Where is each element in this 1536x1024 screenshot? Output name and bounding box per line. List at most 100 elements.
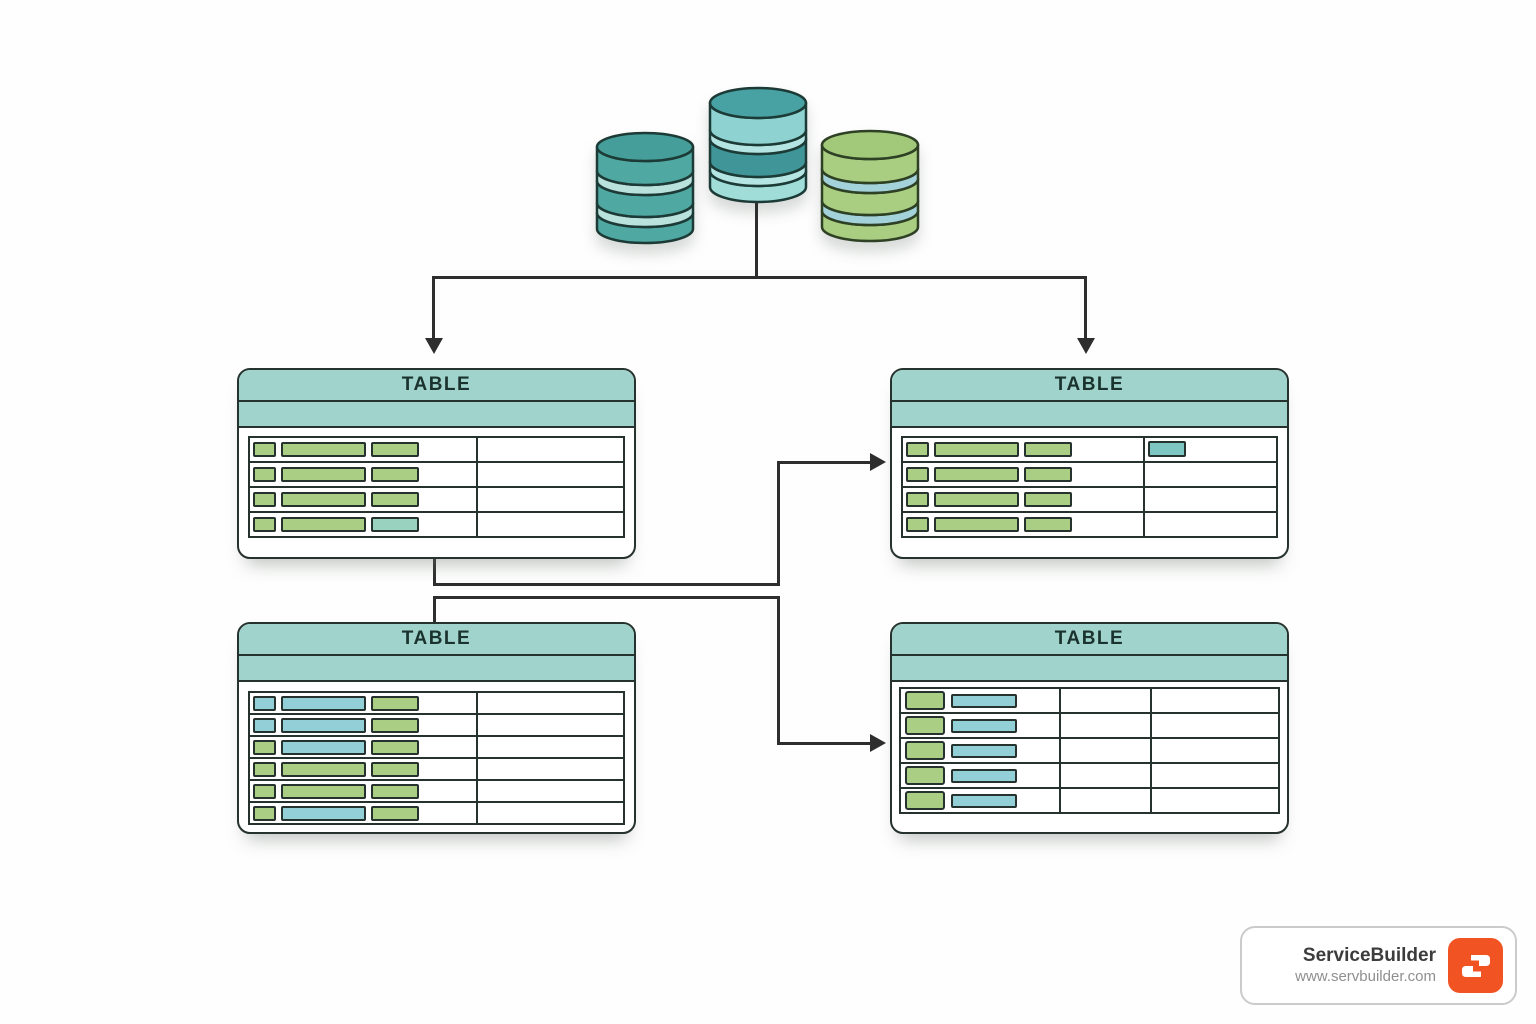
table-card-top-left: TABLE (237, 368, 636, 559)
table-row (250, 693, 623, 715)
table-subheader-band (892, 656, 1287, 682)
servicebuilder-logo-icon (1448, 938, 1503, 993)
field-cell-green (934, 467, 1019, 482)
field-cell-green (371, 467, 419, 482)
connector-db-horizontal (432, 276, 1087, 279)
connector-a-stem (433, 555, 436, 585)
field-cell-green (906, 517, 929, 532)
field-cell-blue (951, 718, 1017, 733)
table-title-band: TABLE (239, 370, 634, 402)
database-cylinder-green-icon (820, 129, 920, 243)
connector-db-right-drop (1084, 276, 1087, 340)
field-cell-blue (281, 717, 366, 733)
field-cell-green (905, 741, 945, 760)
arrowhead-to-table-top-right (1077, 338, 1095, 354)
field-cell-green (253, 761, 276, 777)
field-cell-green (371, 442, 419, 457)
field-cell-green (371, 695, 419, 711)
field-cell-green (371, 717, 419, 733)
field-cell-blue (253, 717, 276, 733)
table-body (239, 682, 634, 825)
field-cell-green (253, 492, 276, 507)
table-row (901, 764, 1278, 789)
table-grid (899, 687, 1280, 814)
table-card-top-right: TABLE (890, 368, 1289, 559)
table-row (250, 488, 623, 513)
table-row (250, 438, 623, 463)
field-cell-green (905, 766, 945, 785)
table-grid (248, 436, 625, 538)
table-title-band: TABLE (892, 370, 1287, 402)
field-cell-blue (253, 695, 276, 711)
field-cell-green (253, 517, 276, 532)
column-divider (1143, 438, 1145, 536)
connector-db-stem (755, 203, 758, 278)
column-divider (1150, 689, 1152, 812)
table-title: TABLE (1054, 628, 1125, 649)
connector-b-arrow-line (777, 742, 872, 745)
field-cell-green (906, 492, 929, 507)
arrowhead-into-table-bottom-right (870, 734, 886, 752)
brand-website: www.servbuilder.com (1295, 968, 1436, 985)
field-cell-blue (951, 793, 1017, 808)
field-cell-green (934, 492, 1019, 507)
field-cell-green (905, 691, 945, 710)
column-divider (476, 438, 478, 536)
arrowhead-into-table-top-right (870, 453, 886, 471)
field-cell-green (371, 492, 419, 507)
field-cell-green (253, 467, 276, 482)
connector-db-left-drop (432, 276, 435, 340)
field-cell-green (1024, 442, 1072, 457)
field-cell-blue (951, 743, 1017, 758)
table-row (903, 488, 1276, 513)
field-cell-green (281, 517, 366, 532)
field-cell-green (371, 783, 419, 799)
connector-b-stem (433, 596, 436, 624)
connector-b-vertical (777, 596, 780, 745)
table-row (250, 803, 623, 823)
table-row (250, 463, 623, 488)
field-cell-green (905, 791, 945, 810)
field-cell-green (253, 783, 276, 799)
table-body (892, 428, 1287, 538)
table-title-band: TABLE (239, 624, 634, 656)
table-row (250, 513, 623, 536)
table-row (250, 715, 623, 737)
arrowhead-to-table-top-left (425, 338, 443, 354)
field-cell-teal (371, 517, 419, 532)
table-row (901, 739, 1278, 764)
field-cell-green (281, 467, 366, 482)
table-title-band: TABLE (892, 624, 1287, 656)
table-title: TABLE (1054, 374, 1125, 395)
connector-a-arrow-line (777, 461, 872, 464)
field-cell-green (1024, 492, 1072, 507)
table-card-bottom-right: TABLE (890, 622, 1289, 834)
table-row (250, 737, 623, 759)
field-cell-cyan (1148, 441, 1186, 457)
table-subheader-band (892, 402, 1287, 428)
table-row (903, 438, 1276, 463)
table-row (901, 714, 1278, 739)
column-divider (476, 693, 478, 823)
brand-text: ServiceBuilder www.servbuilder.com (1295, 944, 1436, 987)
column-divider (1059, 689, 1061, 812)
field-cell-green (1024, 517, 1072, 532)
field-cell-green (281, 761, 366, 777)
table-body (239, 428, 634, 538)
table-title: TABLE (401, 628, 472, 649)
field-cell-green (906, 442, 929, 457)
table-subheader-band (239, 656, 634, 682)
connector-a-horizontal (433, 583, 780, 586)
brand-name: ServiceBuilder (1302, 945, 1436, 967)
table-grid (901, 436, 1278, 538)
database-cylinder-teal-icon (595, 131, 695, 245)
table-row (250, 759, 623, 781)
field-cell-green (281, 492, 366, 507)
table-row (901, 789, 1278, 812)
field-cell-green (1024, 467, 1072, 482)
field-cell-green (281, 783, 366, 799)
table-row (903, 513, 1276, 536)
database-cylinder-teal-light-icon (708, 86, 808, 204)
field-cell-green (934, 442, 1019, 457)
